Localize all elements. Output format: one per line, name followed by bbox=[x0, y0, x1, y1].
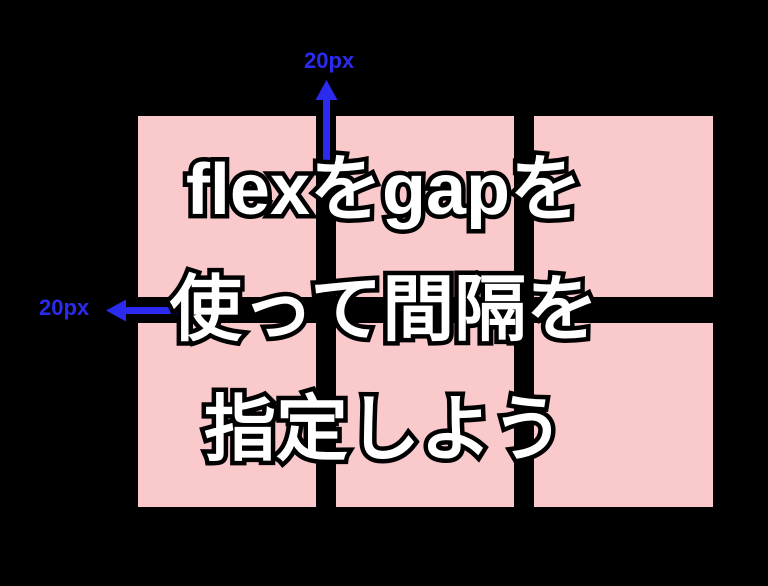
arrow-left-icon bbox=[106, 298, 190, 323]
headline-line-3-text: 指定しよう bbox=[203, 390, 564, 470]
headline-line-1: flexをgapを flexをgapを bbox=[0, 130, 768, 250]
headline-line-3-outline: 指定しよう bbox=[199, 386, 568, 475]
grid-tile bbox=[138, 323, 316, 507]
headline-line-1-text: flexをgapを bbox=[185, 150, 583, 230]
headline-line-2-outline: 使って間隔を bbox=[165, 266, 602, 355]
headline-line-1-outline: flexをgapを bbox=[181, 146, 586, 235]
grid-tile bbox=[138, 116, 316, 297]
grid-tile bbox=[336, 116, 514, 297]
headline-line-2-text: 使って間隔を bbox=[169, 270, 599, 350]
top-gap-size-label: 20px bbox=[304, 48, 355, 73]
headline-line-2: 使って間隔を 使って間隔を bbox=[0, 250, 768, 370]
grid-tile bbox=[534, 323, 713, 507]
headline-line-3: 指定しよう 指定しよう bbox=[0, 370, 768, 490]
arrow-up-icon bbox=[314, 80, 339, 160]
headline: flexをgapを flexをgapを 使って間隔を 使って間隔を 指定しよう … bbox=[0, 130, 768, 490]
grid-tile bbox=[534, 116, 713, 297]
grid-tile bbox=[336, 323, 514, 507]
left-gap-size-label: 20px bbox=[39, 295, 90, 320]
flex-gap-demo-grid bbox=[138, 116, 713, 507]
